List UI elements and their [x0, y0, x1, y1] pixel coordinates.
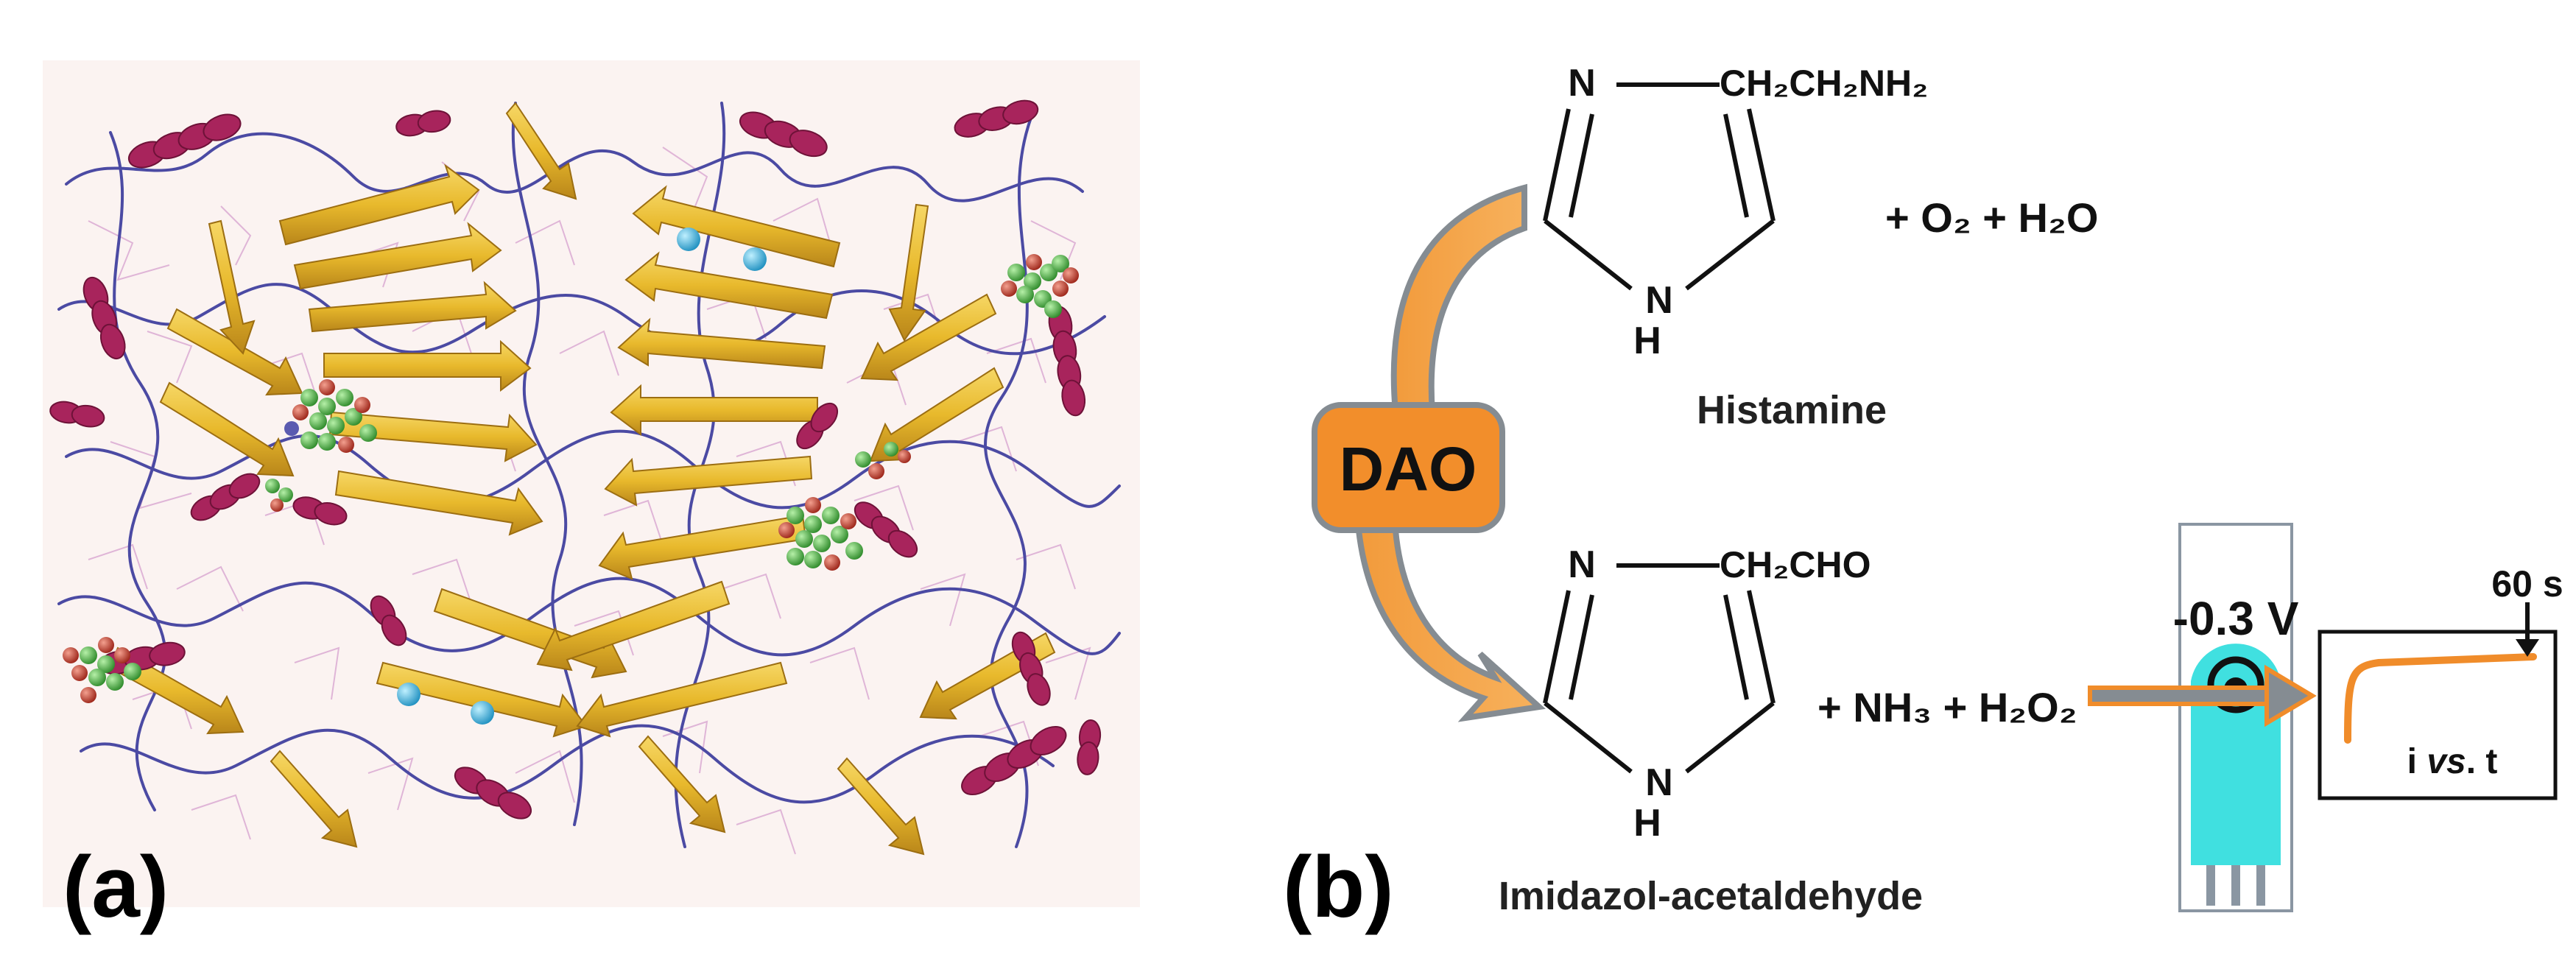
histamine-h: H	[1633, 320, 1661, 362]
ligand-cluster-right-center	[778, 451, 884, 571]
product-h: H	[1633, 802, 1661, 845]
panel-b: DAO N CH₂CH₂NH₂ N H Histamine + O₂ + H₂O	[1283, 62, 2563, 936]
ligand-cluster-left-center	[284, 379, 377, 453]
electrode-lead-3	[2256, 865, 2265, 906]
current-time-plot: i vs. t	[2318, 602, 2558, 800]
current-trace	[2344, 653, 2537, 744]
enzyme-label: DAO	[1340, 434, 1477, 504]
histamine-side-chain: CH₂CH₂NH₂	[1720, 63, 1928, 104]
histamine-n-top: N	[1568, 62, 1596, 105]
plot-caption-t: . t	[2466, 742, 2498, 781]
product-side-chain: CH₂CHO	[1720, 544, 1871, 585]
time-label: 60 s	[2491, 563, 2563, 605]
histamine-name: Histamine	[1697, 388, 1887, 432]
plot-caption-vs: vs	[2427, 742, 2466, 781]
reaction-reagents: + O₂ + H₂O	[1885, 194, 2098, 241]
plot-caption-i: i	[2407, 742, 2427, 781]
protein-beta-strands	[108, 102, 1056, 856]
panel-b-label: (b)	[1283, 839, 1394, 936]
electrode-lead-2	[2231, 865, 2240, 906]
product-name: Imidazol-acetaldehyde	[1499, 874, 1923, 918]
histamine-structure	[1543, 82, 1776, 291]
working-electrode-ring	[2207, 656, 2264, 713]
reaction-arrow-upper	[1390, 183, 1527, 415]
product-n-bottom: N	[1645, 761, 1673, 804]
ligand-cluster-left-bottom	[63, 637, 141, 703]
ligand-cluster-small-left	[265, 442, 911, 512]
histamine-n-bottom: N	[1645, 279, 1673, 322]
copper-ions	[397, 228, 767, 725]
protein-stick-lines	[88, 147, 1091, 855]
time-marker-arrow-head	[2516, 639, 2539, 657]
reaction-byproducts: + NH₃ + H₂O₂	[1817, 684, 2077, 730]
electrode-potential: -0.3 V	[2173, 592, 2299, 645]
ligand-cluster-right-top	[1001, 254, 1079, 318]
signal-arrow	[2088, 664, 2317, 727]
electrode-lead-1	[2206, 865, 2215, 906]
panel-a-label: (a)	[63, 839, 169, 936]
reaction-arrow-lower	[1355, 527, 1546, 722]
product-n-top: N	[1568, 543, 1596, 586]
panel-a: (a)	[43, 60, 1140, 936]
enzyme-badge	[1312, 402, 1505, 533]
plot-caption: i vs. t	[2407, 742, 2498, 781]
product-structure	[1543, 563, 1776, 774]
